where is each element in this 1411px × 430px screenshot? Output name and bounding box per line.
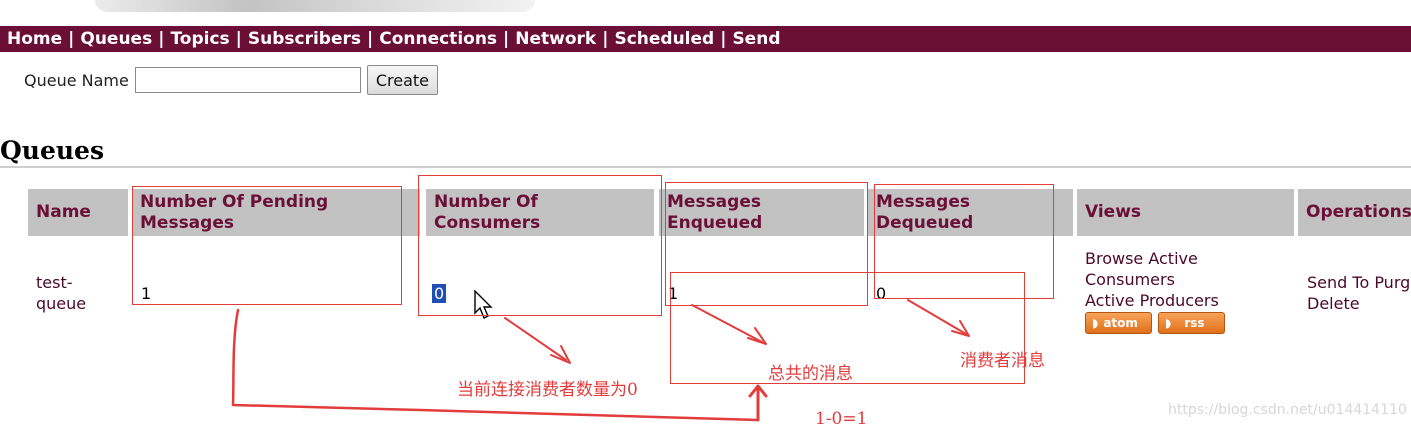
feed-icon: ◗: [1092, 316, 1099, 330]
bracket-up-head: [748, 384, 768, 398]
consumer-count: 0: [432, 283, 447, 304]
dequeued-count: 0: [876, 284, 887, 303]
header-operations: Operations: [1298, 189, 1411, 236]
annotation-box-total: [670, 272, 1025, 384]
rss-label: rss: [1184, 316, 1205, 330]
header-enqueued-label: Messages Enqueued: [667, 191, 763, 233]
queue-name-link[interactable]: test-queue: [36, 273, 87, 313]
nav-home[interactable]: Home: [7, 29, 63, 49]
atom-label: atom: [1103, 316, 1138, 330]
send-to-purge-link[interactable]: Send To Purg: [1307, 273, 1411, 292]
create-queue-form: Queue Name Create: [24, 65, 439, 95]
page-title: Queues: [0, 136, 105, 165]
consumer-count-selected: 0: [432, 284, 447, 303]
header-views: Views: [1077, 189, 1294, 236]
annotation-box-consumers: [418, 175, 662, 316]
bracket-line: [231, 308, 760, 422]
note-total: 总共的消息: [768, 364, 853, 384]
annotation-box-dequeued: [874, 184, 1054, 299]
note-dequeued: 消费者消息: [960, 351, 1045, 371]
nav-separator: |: [158, 29, 165, 49]
annotation-box-pending: [132, 186, 402, 305]
mouse-cursor-icon: [474, 290, 493, 319]
arrow-dequeued-head: [951, 320, 970, 337]
note-consumers: 当前连接消费者数量为0: [457, 380, 638, 400]
activemq-logo: [95, 0, 535, 12]
nav-separator: |: [720, 29, 727, 49]
header-operations-label: Operations: [1306, 202, 1411, 222]
nav-subscribers[interactable]: Subscribers: [247, 29, 361, 49]
annotation-box-enqueued: [665, 182, 868, 306]
nav-separator: |: [235, 29, 242, 49]
enqueued-count: 1: [668, 284, 679, 303]
nav-network[interactable]: Network: [515, 29, 597, 49]
views-links: Browse Active Consumers Active Producers: [1085, 248, 1219, 311]
watermark: https://blog.csdn.net/u014414110: [1168, 402, 1407, 418]
header-name-label: Name: [36, 202, 91, 222]
header-dequeued-label: Messages Dequeued: [876, 191, 974, 233]
atom-feed-button[interactable]: ◗ atom: [1085, 312, 1152, 334]
queue-name-label: Queue Name: [24, 70, 129, 90]
active-producers-link[interactable]: Active Producers: [1085, 291, 1219, 310]
create-button[interactable]: Create: [366, 65, 439, 95]
arrow-consumers: [504, 317, 567, 361]
arrow-consumers-head: [550, 345, 571, 364]
main-navigation: Home|Queues|Topics|Subscribers|Connectio…: [0, 26, 1411, 52]
nav-queues[interactable]: Queues: [80, 29, 153, 49]
nav-connections[interactable]: Connections: [379, 29, 498, 49]
header-name[interactable]: Name: [28, 189, 128, 236]
nav-scheduled[interactable]: Scheduled: [614, 29, 715, 49]
header-pending-label: Number Of Pending Messages: [140, 191, 329, 233]
delete-link[interactable]: Delete: [1307, 294, 1360, 313]
header-pending[interactable]: Number Of Pending Messages: [132, 189, 420, 236]
header-consumers-label: Number Of Consumers: [434, 191, 541, 233]
note-formula: 1-0=1: [815, 409, 868, 429]
arrow-enqueued-head: [747, 327, 767, 345]
nav-topics[interactable]: Topics: [170, 29, 230, 49]
nav-send[interactable]: Send: [732, 29, 781, 49]
header-views-label: Views: [1085, 202, 1142, 222]
header-consumers[interactable]: Number Of Consumers: [426, 189, 654, 236]
arrow-enqueued: [691, 304, 763, 343]
rss-feed-button[interactable]: ◗ rss: [1158, 312, 1225, 334]
browse-consumers-link[interactable]: Browse Active Consumers: [1085, 249, 1198, 289]
header-dequeued[interactable]: Messages Dequeued: [868, 189, 1073, 236]
feed-icon: ◗: [1165, 316, 1172, 330]
nav-separator: |: [602, 29, 609, 49]
header-enqueued[interactable]: Messages Enqueued: [659, 189, 864, 236]
pending-count: 1: [141, 284, 152, 303]
arrow-dequeued: [907, 299, 967, 335]
nav-separator: |: [367, 29, 374, 49]
nav-separator: |: [503, 29, 510, 49]
queue-name-input[interactable]: [134, 67, 361, 93]
title-divider: [0, 166, 1411, 168]
nav-separator: |: [68, 29, 75, 49]
operations-links: Send To Purg Delete: [1307, 272, 1410, 314]
